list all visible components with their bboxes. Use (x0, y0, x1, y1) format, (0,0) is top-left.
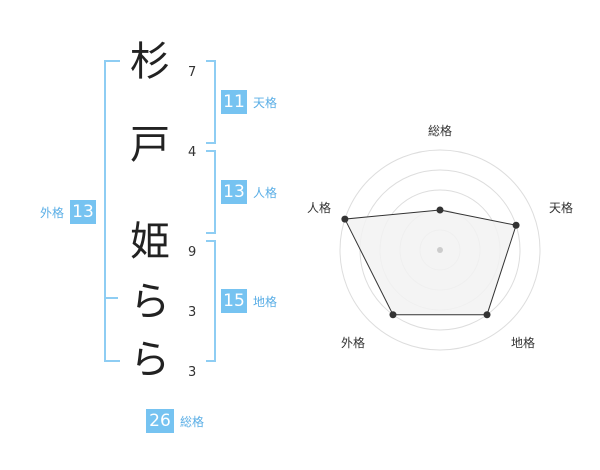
jinkaku-bracket (206, 150, 216, 234)
gaikaku-value: 13 (70, 200, 96, 224)
tenkaku-value: 11 (221, 90, 247, 114)
soukaku-value: 26 (146, 409, 174, 433)
name-char-2: 戸 (130, 122, 170, 168)
gaikaku-bracket-tick (106, 297, 118, 299)
chikaku-bracket (206, 240, 216, 362)
radar-label-tenkaku: 天格 (549, 201, 574, 215)
stroke-count-4: 3 (188, 305, 197, 320)
radar-center-dot (437, 247, 443, 253)
radar-label-chikaku: 地格 (511, 336, 536, 350)
tenkaku-label: 天格 (253, 96, 278, 110)
radar-point-2 (512, 221, 520, 229)
stroke-count-5: 3 (188, 365, 197, 380)
stroke-count-1: 7 (188, 65, 197, 80)
jinkaku-label: 人格 (253, 186, 278, 200)
radar-points (341, 206, 520, 319)
name-char-4: ら (130, 279, 170, 325)
stroke-count-2: 4 (188, 145, 197, 160)
tenkaku-bracket (206, 60, 216, 144)
radar-label-jinkaku: 人格 (307, 201, 332, 215)
name-char-1: 杉 (130, 39, 170, 85)
radar-label-soukaku: 総格 (428, 124, 453, 138)
radar-point-5 (341, 215, 349, 223)
radar-label-gaikaku: 外格 (341, 336, 366, 350)
chikaku-label: 地格 (253, 295, 278, 309)
soukaku-label: 総格 (180, 415, 205, 429)
gaikaku-bracket (104, 60, 120, 362)
stroke-count-3: 9 (188, 245, 197, 260)
gaikaku-label: 外格 (40, 206, 65, 220)
jinkaku-value: 13 (221, 180, 247, 204)
name-char-5: ら (130, 337, 170, 383)
radar-point-4 (389, 311, 397, 319)
radar-point-1 (436, 206, 444, 214)
radar-point-3 (483, 311, 491, 319)
chikaku-value: 15 (221, 289, 247, 313)
radar-area (344, 209, 517, 316)
name-char-3: 姫 (130, 219, 170, 265)
radar-ring (339, 149, 541, 351)
